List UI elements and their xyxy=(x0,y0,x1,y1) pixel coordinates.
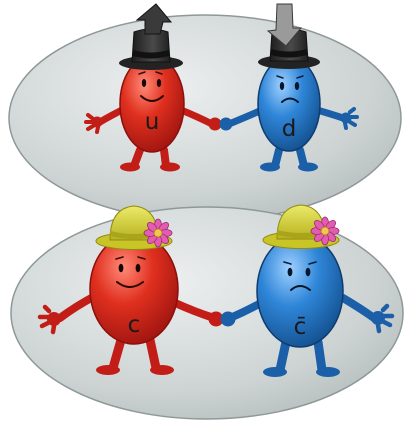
flower-icon xyxy=(144,219,172,247)
c-bar-label: c̄ xyxy=(294,314,307,340)
d-label: d xyxy=(282,116,297,142)
c-label: c xyxy=(128,312,141,338)
flower-icon xyxy=(311,217,339,245)
u-body xyxy=(120,56,184,152)
u-label: u xyxy=(145,109,160,135)
